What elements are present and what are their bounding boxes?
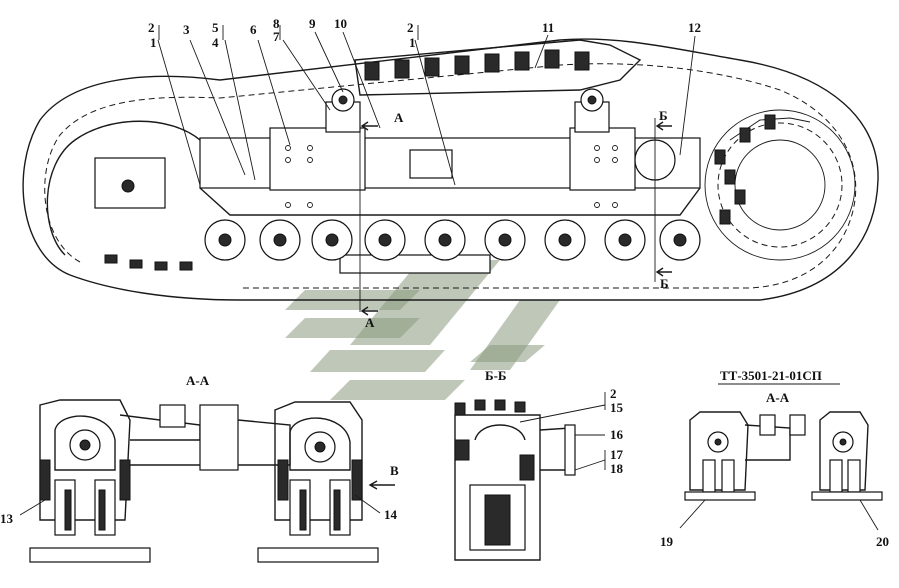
- callout-15: 15: [610, 400, 624, 415]
- callout-20: 20: [876, 534, 889, 549]
- callout-12: 12: [688, 20, 701, 35]
- callout-2a: 2: [148, 20, 155, 35]
- variant-aa-view: [679, 411, 883, 531]
- sprocket-chain: [714, 114, 776, 225]
- callout-1b: 1: [409, 35, 416, 50]
- track-side-view: [22, 38, 879, 316]
- section-mark-a-top: А: [394, 110, 404, 125]
- callout-11: 11: [542, 20, 554, 35]
- callout-1a: 1: [150, 35, 157, 50]
- callout-10: 10: [334, 16, 347, 31]
- arrow-mark-v: В: [390, 463, 399, 478]
- callout-14: 14: [384, 507, 398, 522]
- carrier-roller-right: [574, 88, 610, 133]
- section-mark-a-bottom: А: [365, 315, 375, 330]
- section-title-aa-right: А-А: [766, 390, 790, 405]
- frame-bracket-right: [569, 127, 636, 191]
- lower-shoe: [339, 254, 491, 274]
- section-aa-view: [19, 399, 395, 563]
- callout-17: 17: [610, 447, 624, 462]
- section-title-aa-left: А-А: [186, 373, 210, 388]
- upper-track-chain: [364, 49, 590, 81]
- callout-19: 19: [660, 534, 674, 549]
- section-mark-b-top: Б: [659, 108, 668, 123]
- frame-bracket-left: [269, 127, 366, 191]
- callout-13: 13: [0, 511, 14, 526]
- lower-track-chain: [104, 254, 193, 271]
- callout-16: 16: [610, 427, 624, 442]
- leader-lines: [157, 25, 696, 186]
- callout-18: 18: [610, 461, 624, 476]
- variant-code: ТТ-3501-21-01СП: [720, 368, 822, 383]
- idler-tensioner: [94, 157, 166, 209]
- carrier-roller-left: [325, 88, 361, 133]
- section-title-bb: Б-Б: [485, 368, 507, 383]
- watermark-logo: [285, 260, 560, 400]
- callout-3: 3: [183, 22, 190, 37]
- callout-7: 7: [273, 29, 280, 44]
- track-rollers: [204, 219, 701, 261]
- callout-5: 5: [212, 20, 219, 35]
- section-mark-b-bottom: Б: [660, 276, 669, 291]
- callout-2b: 2: [407, 20, 414, 35]
- callout-6: 6: [250, 22, 257, 37]
- callout-8: 8: [273, 16, 280, 31]
- callout-9: 9: [309, 16, 316, 31]
- callout-2c: 2: [610, 386, 617, 401]
- callout-4: 4: [212, 35, 219, 50]
- section-bb-view: [454, 392, 606, 561]
